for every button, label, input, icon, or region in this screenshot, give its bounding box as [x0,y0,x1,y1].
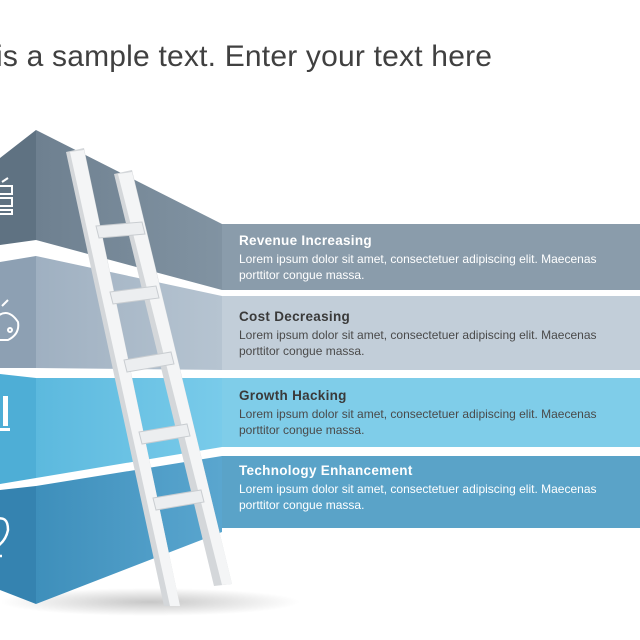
tier-cost [0,256,640,370]
item-body-line: Lorem ipsum dolor sit amet, consectetuer… [239,482,597,496]
item-body: Lorem ipsum dolor sit amet, consectetuer… [239,406,640,438]
tier-technology [0,456,640,604]
lightbulb-icon [0,517,10,558]
slide-title: is a sample text. Enter your text here [0,40,493,73]
item-technology: Technology Enhancement Lorem ipsum dolor… [239,463,640,513]
item-body-line: Lorem ipsum dolor sit amet, consectetuer… [239,328,597,342]
item-revenue: Revenue Increasing Lorem ipsum dolor sit… [239,233,640,283]
item-body-line: porttitor congue massa. [239,498,365,512]
piggy-bank-icon [0,299,20,341]
item-growth: Growth Hacking Lorem ipsum dolor sit ame… [239,388,640,438]
item-title: Technology Enhancement [239,463,413,478]
item-body: Lorem ipsum dolor sit amet, consectetuer… [239,251,640,283]
bar-chart-icon [0,396,10,431]
floor-shadow [0,588,300,616]
item-body-line: porttitor congue massa. [239,268,365,282]
item-body-line: porttitor congue massa. [239,344,365,358]
stack-icon [0,177,13,215]
item-title: Revenue Increasing [239,233,372,248]
item-body-line: Lorem ipsum dolor sit amet, consectetuer… [239,407,597,421]
item-body: Lorem ipsum dolor sit amet, consectetuer… [239,481,640,513]
item-title: Cost Decreasing [239,309,351,324]
item-cost: Cost Decreasing Lorem ipsum dolor sit am… [239,309,640,359]
item-body-line: Lorem ipsum dolor sit amet, consectetuer… [239,252,597,266]
ladder [66,148,232,606]
item-body-line: porttitor congue massa. [239,423,365,437]
item-title: Growth Hacking [239,388,347,403]
item-body: Lorem ipsum dolor sit amet, consectetuer… [239,327,640,359]
